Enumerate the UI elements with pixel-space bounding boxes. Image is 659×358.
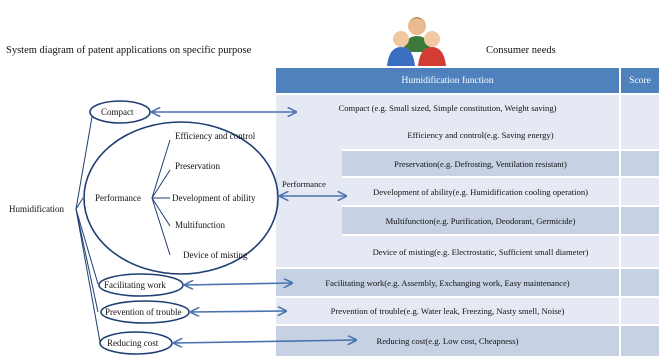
score-cell xyxy=(621,121,659,149)
performance-node xyxy=(83,121,279,275)
root-label: Humidification xyxy=(9,204,64,214)
table-row: Facilitating work(e.g. Assembly, Exchang… xyxy=(276,269,619,296)
table-header-score: Score xyxy=(621,68,659,93)
score-cell xyxy=(621,95,659,121)
reducing-cost-node xyxy=(99,331,173,355)
performance-item: Device of misting xyxy=(183,250,248,260)
table-row: Multifunction(e.g. Purification, Deodora… xyxy=(342,207,619,234)
performance-table-label: Performance xyxy=(282,179,326,189)
performance-item: Preservation xyxy=(175,161,220,171)
table-row: Compact (e.g. Small sized, Simple consti… xyxy=(276,95,619,121)
diagram-title: System diagram of patent applications on… xyxy=(6,45,252,56)
score-cell xyxy=(621,298,659,324)
table-row: Development of ability(e.g. Humidificati… xyxy=(342,178,619,205)
score-cell xyxy=(621,236,659,267)
table-row: Efficiency and control(e.g. Saving energ… xyxy=(342,121,619,149)
score-cell xyxy=(621,151,659,176)
facilitating-work-node xyxy=(98,273,184,297)
score-cell xyxy=(621,178,659,205)
performance-fan-lines xyxy=(151,139,171,256)
prevention-of-trouble-label: Prevention of trouble xyxy=(105,307,182,317)
table-row: Device of misting(e.g. Electrostatic, Su… xyxy=(342,236,619,267)
performance-item: Efficiency and control xyxy=(175,131,256,141)
consumer-needs-label: Consumer needs xyxy=(486,45,556,56)
table-row: Preservation(e.g. Defrosting, Ventilatio… xyxy=(342,151,619,176)
link-arrows xyxy=(152,112,356,343)
facilitating-work-label: Facilitating work xyxy=(104,280,166,290)
fan-lines xyxy=(75,116,101,343)
score-cell xyxy=(621,326,659,356)
score-cell xyxy=(621,269,659,296)
reducing-cost-label: Reducing cost xyxy=(107,338,159,348)
score-cell xyxy=(621,207,659,234)
table-header-function: Humidification function xyxy=(276,68,619,93)
compact-node xyxy=(89,100,151,124)
table-row: Prevention of trouble(e.g. Water leak, F… xyxy=(276,298,619,324)
performance-item: Development of ability xyxy=(172,193,256,203)
compact-label: Compact xyxy=(101,107,134,117)
performance-item: Multifunction xyxy=(175,220,225,230)
consumers-icon xyxy=(386,12,448,68)
prevention-of-trouble-node xyxy=(100,300,190,324)
performance-label: Performance xyxy=(95,193,141,203)
